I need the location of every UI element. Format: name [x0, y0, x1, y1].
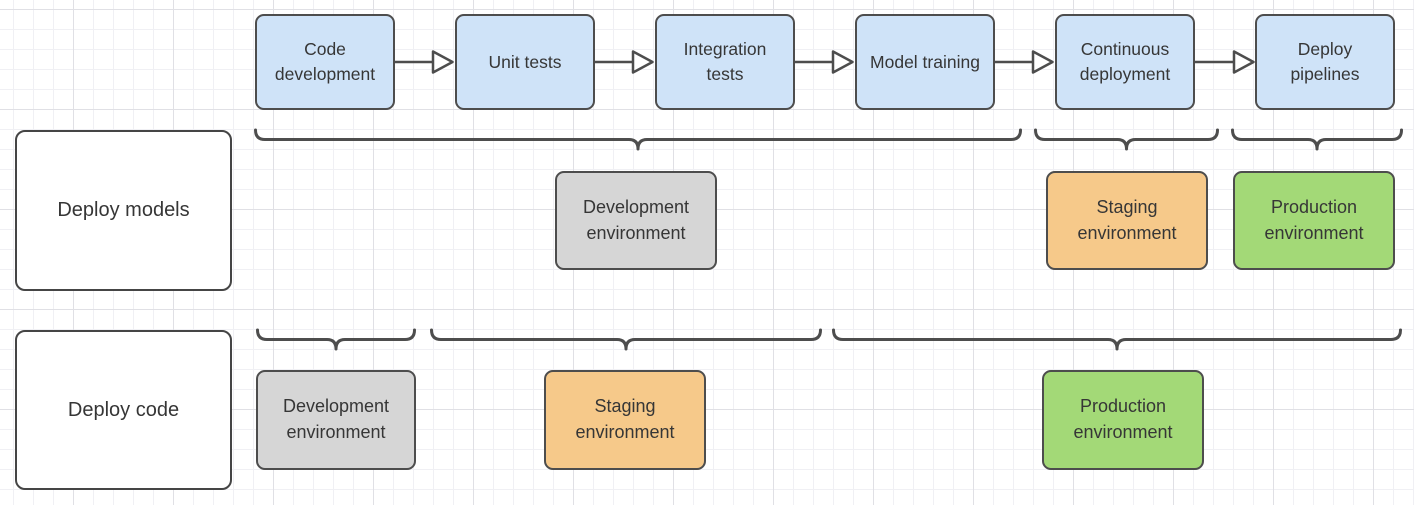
env-box-code-production: Production environment	[1042, 370, 1204, 470]
flow-node-unit-tests: Unit tests	[455, 14, 595, 110]
env-box-models-production: Production environment	[1233, 171, 1395, 270]
flow-node-label: Code development	[274, 39, 376, 84]
flow-node-label: Integration tests	[683, 39, 767, 84]
flow-node-code-development: Code development	[255, 14, 395, 110]
env-box-label: Development environment	[282, 396, 390, 442]
env-box-label: Staging environment	[1077, 196, 1177, 243]
brace-models-development	[254, 128, 1022, 151]
brace-code-development	[256, 328, 416, 351]
arrow-right-icon	[1195, 50, 1255, 74]
env-box-code-development: Development environment	[256, 370, 416, 470]
env-box-models-development: Development environment	[555, 171, 717, 270]
arrow-right-icon	[995, 50, 1054, 74]
row-label-text: Deploy code	[67, 398, 180, 421]
brace-models-production	[1231, 128, 1403, 151]
flow-node-label: Unit tests	[488, 51, 562, 72]
arrow-right-icon	[795, 50, 854, 74]
row-label-text: Deploy models	[57, 199, 190, 222]
env-box-models-staging: Staging environment	[1046, 171, 1208, 270]
env-box-label: Development environment	[582, 196, 690, 243]
row-label-deploy-code: Deploy code	[15, 330, 232, 490]
env-box-label: Production environment	[1264, 196, 1364, 243]
flow-node-label: Deploy pipelines	[1290, 39, 1360, 84]
flow-node-continuous-deployment: Continuous deployment	[1055, 14, 1195, 110]
flow-node-label: Continuous deployment	[1079, 39, 1171, 84]
flow-node-model-training: Model training	[855, 14, 995, 110]
brace-models-staging	[1034, 128, 1219, 151]
env-box-code-staging: Staging environment	[544, 370, 706, 470]
brace-code-staging	[430, 328, 822, 351]
env-box-label: Production environment	[1073, 396, 1173, 442]
flow-node-integration-tests: Integration tests	[655, 14, 795, 110]
flow-node-label: Model training	[870, 51, 980, 72]
row-label-deploy-models: Deploy models	[15, 130, 232, 291]
arrow-right-icon	[395, 50, 454, 74]
arrow-right-icon	[595, 50, 654, 74]
brace-code-production	[832, 328, 1402, 351]
flow-node-deploy-pipelines: Deploy pipelines	[1255, 14, 1395, 110]
env-box-label: Staging environment	[575, 396, 675, 442]
